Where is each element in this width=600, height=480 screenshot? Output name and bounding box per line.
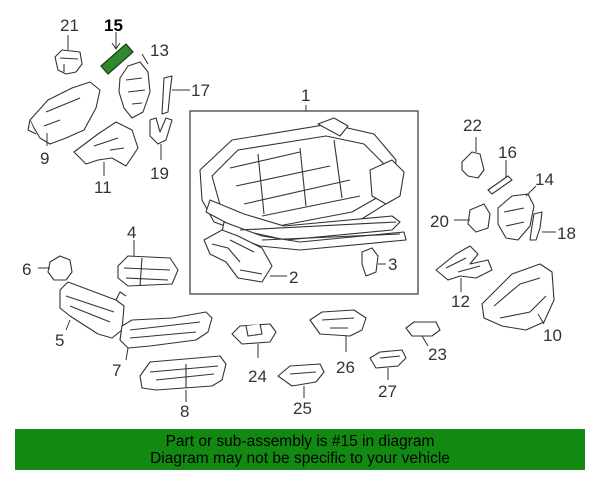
part-23: 23 <box>405 321 447 364</box>
part-27: 27 <box>369 349 407 401</box>
callout-4[interactable]: 4 <box>127 223 136 242</box>
part-18: 18 <box>529 211 576 243</box>
callout-15[interactable]: 15 <box>104 16 123 35</box>
part-4: 4 <box>117 223 179 287</box>
part-5: 5 <box>55 281 127 350</box>
part-8: 8 <box>139 355 227 421</box>
callout-17[interactable]: 17 <box>191 81 210 100</box>
part-6: 6 <box>22 255 73 281</box>
callout-2[interactable]: 2 <box>289 268 298 287</box>
part-14: 14 <box>497 170 554 241</box>
part-info-banner: Part or sub-assembly is #15 in diagram D… <box>15 429 585 470</box>
banner-line-2: Diagram may not be specific to your vehi… <box>150 449 450 467</box>
callout-10[interactable]: 10 <box>543 326 562 345</box>
callout-26[interactable]: 26 <box>336 358 355 377</box>
callout-19[interactable]: 19 <box>150 164 169 183</box>
part-15-highlighted: 15 <box>100 16 134 75</box>
banner-line-1: Part or sub-assembly is #15 in diagram <box>165 432 435 450</box>
part-11: 11 <box>73 121 139 197</box>
callout-7[interactable]: 7 <box>112 361 121 380</box>
callout-23[interactable]: 23 <box>428 345 447 364</box>
part-16: 16 <box>487 143 517 195</box>
callout-16[interactable]: 16 <box>498 143 517 162</box>
callout-27[interactable]: 27 <box>378 382 397 401</box>
callout-8[interactable]: 8 <box>180 402 189 421</box>
callout-3[interactable]: 3 <box>388 255 397 274</box>
part-25: 25 <box>277 363 325 418</box>
part-20: 20 <box>430 203 491 233</box>
part-13: 13 <box>118 41 169 119</box>
part-21: 21 <box>54 16 83 75</box>
part-24: 24 <box>231 323 277 386</box>
part-10: 10 <box>481 263 562 345</box>
callout-14[interactable]: 14 <box>535 170 554 189</box>
callout-13[interactable]: 13 <box>150 41 169 60</box>
callout-21[interactable]: 21 <box>60 16 79 35</box>
part-19: 19 <box>149 117 173 183</box>
callout-6[interactable]: 6 <box>22 260 31 279</box>
callout-18[interactable]: 18 <box>557 224 576 243</box>
part-22: 22 <box>461 116 485 179</box>
callout-9[interactable]: 9 <box>40 149 49 168</box>
part-12: 12 <box>435 245 493 311</box>
part-17: 17 <box>161 75 210 115</box>
callout-24[interactable]: 24 <box>248 367 267 386</box>
callout-25[interactable]: 25 <box>293 399 312 418</box>
callout-12[interactable]: 12 <box>451 292 470 311</box>
part-1-box: 1 2 3 <box>189 86 419 295</box>
callout-22[interactable]: 22 <box>463 116 482 135</box>
callout-5[interactable]: 5 <box>55 331 64 350</box>
callout-20[interactable]: 20 <box>430 212 449 231</box>
part-7: 7 <box>112 311 213 380</box>
part-26: 26 <box>309 309 367 377</box>
callout-1[interactable]: 1 <box>301 86 310 105</box>
callout-11[interactable]: 11 <box>94 178 112 197</box>
part-9: 9 <box>27 81 101 168</box>
